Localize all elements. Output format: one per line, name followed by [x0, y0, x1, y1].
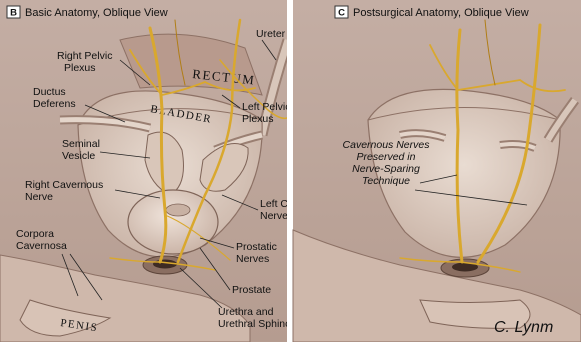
- label-prostatic-nerves-1: Prostatic: [236, 241, 277, 253]
- panel-divider: [287, 0, 293, 342]
- label-right-pelvic-plexus-1: Right Pelvic: [57, 50, 112, 62]
- panel-c-header: C Postsurgical Anatomy, Oblique View: [335, 6, 529, 19]
- label-ductus-deferens-1: Ductus: [33, 86, 66, 98]
- panel-b-title: Basic Anatomy, Oblique View: [25, 7, 168, 19]
- panel-c: C Postsurgical Anatomy, Oblique View Cav…: [293, 0, 581, 342]
- label-ureter: Ureter: [256, 28, 286, 40]
- label-ductus-deferens-2: Deferens: [33, 98, 76, 110]
- label-right-cavernous-nerve-2: Nerve: [25, 191, 53, 203]
- label-right-cavernous-nerve-1: Right Cavernous: [25, 179, 103, 191]
- panel-c-badge-letter: C: [338, 8, 345, 19]
- label-left-pelvic-plexus-1: Left Pelvic: [242, 101, 290, 113]
- label-seminal-vesicle-2: Vesicle: [62, 150, 95, 162]
- caption-line-1: Cavernous Nerves: [343, 139, 431, 151]
- label-corpora-cavernosa-1: Corpora: [16, 228, 54, 240]
- label-left-pelvic-plexus-2: Plexus: [242, 113, 274, 125]
- label-prostate: Prostate: [232, 284, 271, 296]
- label-prostatic-nerves-2: Nerves: [236, 253, 269, 265]
- panel-b: RECTUM BLADDER PENIS: [0, 0, 331, 342]
- label-right-pelvic-plexus-2: Plexus: [64, 62, 96, 74]
- prostate-shape: [128, 190, 218, 254]
- caption-line-4: Technique: [362, 175, 410, 187]
- panel-b-header: B Basic Anatomy, Oblique View: [7, 6, 168, 19]
- panel-c-title: Postsurgical Anatomy, Oblique View: [353, 7, 529, 19]
- caption-line-3: Nerve-Sparing: [352, 163, 420, 175]
- label-left-cavernous-nerve-2: Nerve: [260, 210, 288, 222]
- label-seminal-vesicle-1: Seminal: [62, 138, 100, 150]
- caption-line-2: Preserved in: [357, 151, 416, 163]
- artist-signature: C. Lynm: [494, 319, 553, 336]
- label-urethra-1: Urethra and: [218, 306, 274, 318]
- panel-b-badge-letter: B: [10, 8, 17, 19]
- label-corpora-cavernosa-2: Cavernosa: [16, 240, 67, 252]
